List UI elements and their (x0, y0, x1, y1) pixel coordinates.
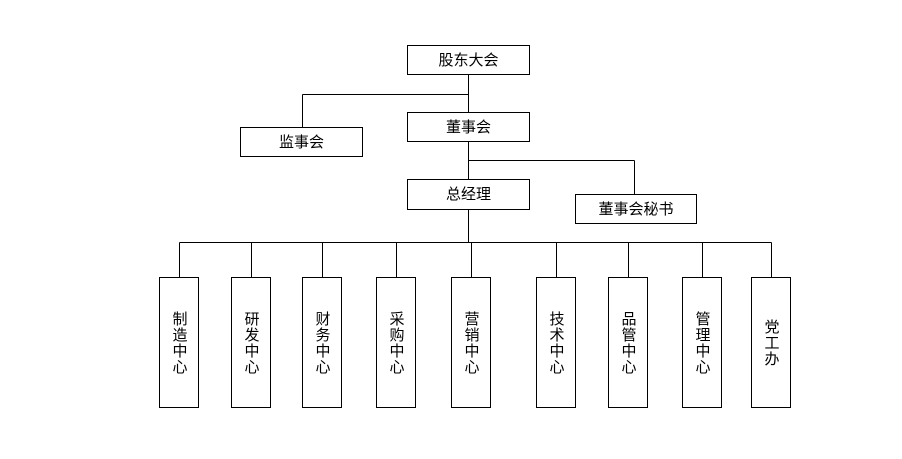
node-department-technology: 技术中心 (536, 277, 576, 408)
node-board-of-supervisors: 监事会 (240, 127, 363, 157)
node-department-finance: 财务中心 (302, 277, 342, 408)
department-label: 技术中心 (547, 310, 566, 375)
node-secretary-label: 董事会秘书 (598, 199, 674, 218)
department-label: 品管中心 (619, 310, 638, 375)
node-department-marketing: 营销中心 (451, 277, 491, 408)
node-department-manufacturing: 制造中心 (159, 277, 199, 408)
node-board-of-directors: 董事会 (407, 112, 530, 142)
department-label: 制造中心 (170, 310, 189, 375)
department-label: 营销中心 (462, 310, 481, 375)
department-label: 采购中心 (387, 310, 406, 375)
node-department-party-office: 党工办 (751, 277, 791, 408)
department-label: 财务中心 (313, 310, 332, 375)
department-label: 研发中心 (242, 310, 261, 375)
node-general-manager: 总经理 (407, 179, 530, 210)
node-department-quality: 品管中心 (608, 277, 648, 408)
node-gm-label: 总经理 (445, 185, 491, 203)
node-shareholders-meeting: 股东大会 (407, 45, 530, 75)
node-board-secretary: 董事会秘书 (575, 194, 697, 224)
node-department-management: 管理中心 (682, 277, 722, 408)
node-shareholders-label: 股东大会 (438, 50, 499, 69)
department-label: 党工办 (762, 318, 781, 367)
node-department-rnd: 研发中心 (231, 277, 271, 408)
node-supervisors-label: 监事会 (278, 132, 324, 151)
node-department-procurement: 采购中心 (376, 277, 416, 408)
department-label: 管理中心 (693, 310, 712, 375)
node-board-label: 董事会 (445, 117, 491, 136)
